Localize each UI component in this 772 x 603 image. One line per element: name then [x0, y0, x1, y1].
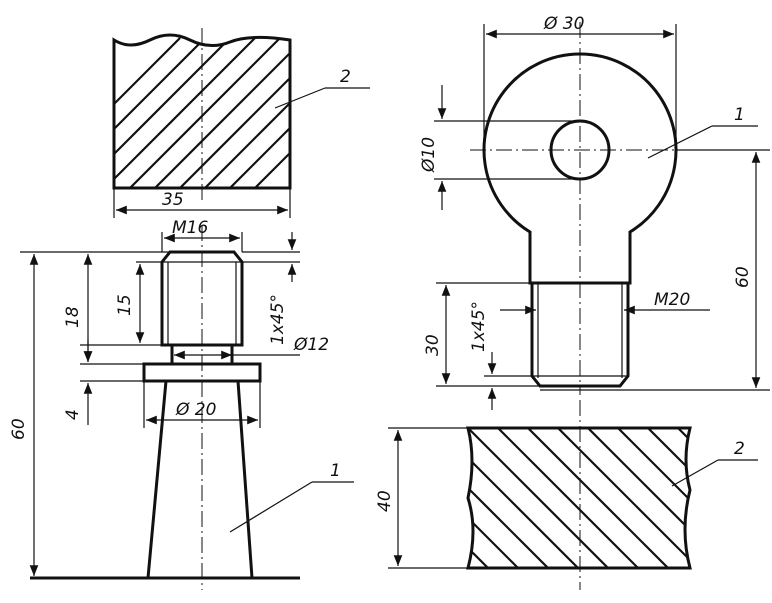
left-block-part-2: 35 2: [112, 28, 370, 218]
left-block-hatching: [114, 37, 290, 188]
dim-height-30: 30: [423, 334, 443, 356]
right-block-part-2: 40 2: [375, 400, 758, 590]
dim-height-18: 18: [63, 306, 83, 328]
dim-dia-20: Ø 20: [175, 400, 216, 420]
dim-height-60-left: 60: [9, 418, 29, 440]
dim-thread-M16: M16: [172, 218, 208, 238]
dim-dia-10: Ø10: [419, 137, 439, 173]
dim-dia-30: Ø 30: [543, 14, 584, 34]
dim-dia-12: Ø12: [293, 335, 329, 355]
dim-thread-M20: M20: [654, 290, 690, 310]
dim-chamfer-left: 1x45°: [268, 294, 288, 345]
dim-width-35: 35: [162, 190, 184, 210]
part-label-1-left: 1: [330, 461, 341, 481]
part-label-2-left: 2: [340, 67, 351, 87]
dim-height-4: 4: [63, 409, 83, 420]
left-bolt-part-1: M16 60 18 15 4 1x45° Ø12 Ø 20: [9, 218, 354, 590]
dim-chamfer-right: 1x45°: [469, 301, 489, 352]
part-label-1-right: 1: [734, 105, 745, 125]
dim-height-40: 40: [375, 490, 395, 512]
right-eyebolt-part-1: Ø 30 Ø10 60 M20 30 1x45° 1: [419, 14, 770, 410]
dim-height-60-right: 60: [733, 266, 753, 288]
dim-height-15: 15: [115, 294, 135, 316]
part-label-2-right: 2: [734, 439, 745, 459]
